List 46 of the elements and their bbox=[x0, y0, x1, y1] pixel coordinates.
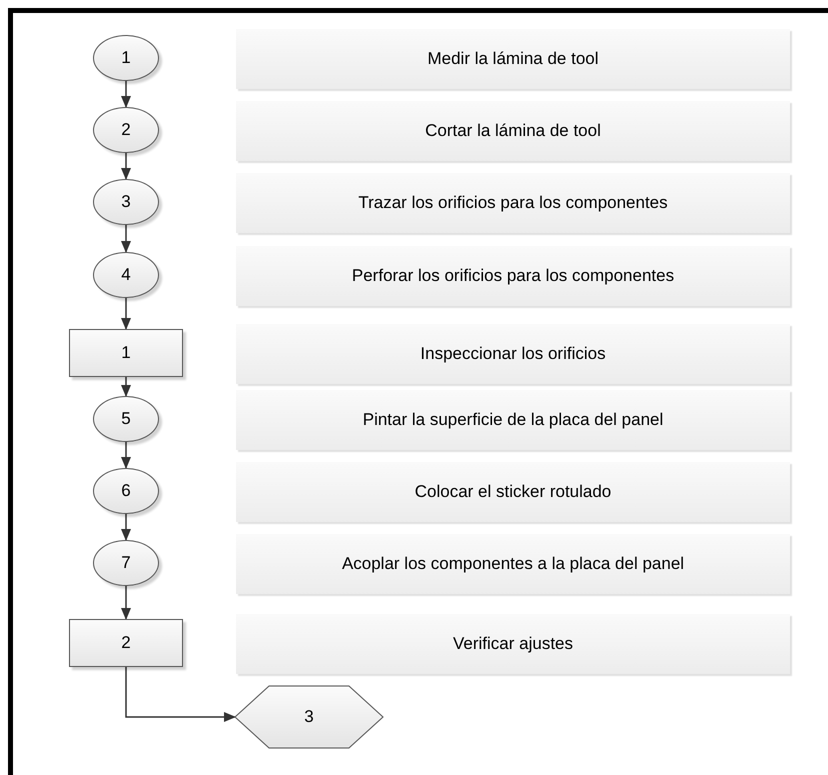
description-box bbox=[236, 101, 790, 161]
inspection-box bbox=[69, 619, 183, 667]
arrow bbox=[121, 377, 131, 397]
operation-circle bbox=[93, 107, 159, 153]
arrow bbox=[121, 153, 131, 180]
step-number: 3 bbox=[121, 192, 131, 212]
step-number: 2 bbox=[121, 120, 131, 140]
step-number: 4 bbox=[121, 265, 131, 285]
description-box bbox=[236, 324, 790, 384]
description-box bbox=[236, 29, 790, 89]
operation-circle bbox=[93, 540, 159, 586]
step-number: 3 bbox=[304, 707, 314, 727]
step-description: Cortar la lámina de tool bbox=[425, 120, 601, 142]
arrow bbox=[121, 442, 131, 469]
arrow bbox=[121, 81, 131, 108]
description-box bbox=[236, 246, 790, 306]
description-box bbox=[236, 462, 790, 522]
step-number: 1 bbox=[121, 48, 131, 68]
step-number: 5 bbox=[121, 409, 131, 429]
description-box bbox=[236, 614, 790, 674]
description-box bbox=[236, 534, 790, 594]
step-number: 7 bbox=[121, 553, 131, 573]
description-box bbox=[236, 173, 790, 233]
step-description: Pintar la superficie de la placa del panel bbox=[362, 408, 664, 431]
step-description: Trazar los orificios para los componentes bbox=[358, 192, 668, 214]
step-number: 1 bbox=[121, 343, 131, 363]
operation-circle bbox=[93, 179, 159, 225]
step-description: Acoplar los componentes a la placa del panel bbox=[342, 552, 684, 575]
arrow bbox=[121, 298, 131, 330]
step-description: Colocar el sticker rotulado bbox=[414, 480, 612, 503]
step-description: Medir la lámina de tool bbox=[427, 48, 599, 70]
operation-circle bbox=[93, 252, 159, 298]
operation-circle bbox=[93, 35, 159, 81]
arrow bbox=[121, 586, 131, 620]
description-box bbox=[236, 390, 790, 450]
arrow bbox=[125, 667, 236, 722]
arrow bbox=[121, 225, 131, 253]
operation-circle bbox=[93, 396, 159, 442]
step-number: 6 bbox=[121, 481, 131, 501]
inspection-box bbox=[69, 329, 183, 377]
arrow bbox=[121, 514, 131, 541]
step-description: Verificar ajustes bbox=[453, 632, 573, 655]
step-description: Perforar los orificios para los componentes bbox=[352, 264, 674, 287]
step-number: 2 bbox=[121, 633, 131, 653]
operation-circle bbox=[93, 468, 159, 514]
step-description: Inspeccionar los orificios bbox=[420, 342, 606, 365]
